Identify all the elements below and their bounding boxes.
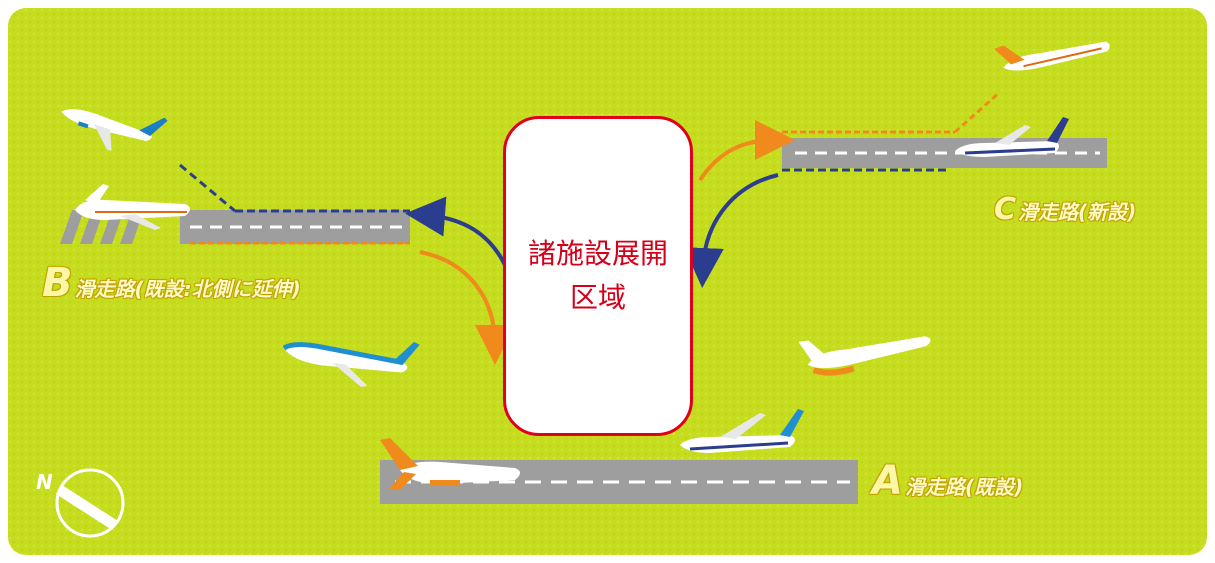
runway-c-text: 滑走路(新設)	[1018, 200, 1137, 224]
runway-c-letter: C	[994, 192, 1017, 227]
compass-north-label: N	[36, 470, 53, 494]
runway-b-letter: B	[42, 260, 73, 306]
runway-a-text: 滑走路(既設)	[904, 475, 1024, 499]
compass-icon	[55, 468, 125, 538]
airplane-icon	[994, 41, 1110, 71]
center-area-line1: 諸施設展開	[527, 237, 668, 270]
arrow-to-b-navy	[405, 196, 507, 266]
airplane-icon	[680, 409, 804, 453]
airplane-icon	[282, 341, 420, 388]
airplane-icon	[61, 109, 168, 151]
airplane-icon	[955, 117, 1069, 157]
arrow-b-to-a-orange	[419, 250, 515, 365]
runway-a-letter: A	[872, 458, 903, 504]
airplane-icon	[380, 438, 520, 490]
airplane-icon	[75, 184, 190, 230]
arrow-c-down-navy	[683, 173, 779, 288]
center-area-line2: 区域	[569, 281, 626, 314]
facility-development-area: 諸施設展開 区域	[503, 116, 693, 436]
airplane-icon	[798, 336, 931, 376]
arrow-to-c-orange	[698, 120, 795, 182]
runway-b-text: 滑走路(既設:北側に延伸)	[74, 277, 301, 301]
